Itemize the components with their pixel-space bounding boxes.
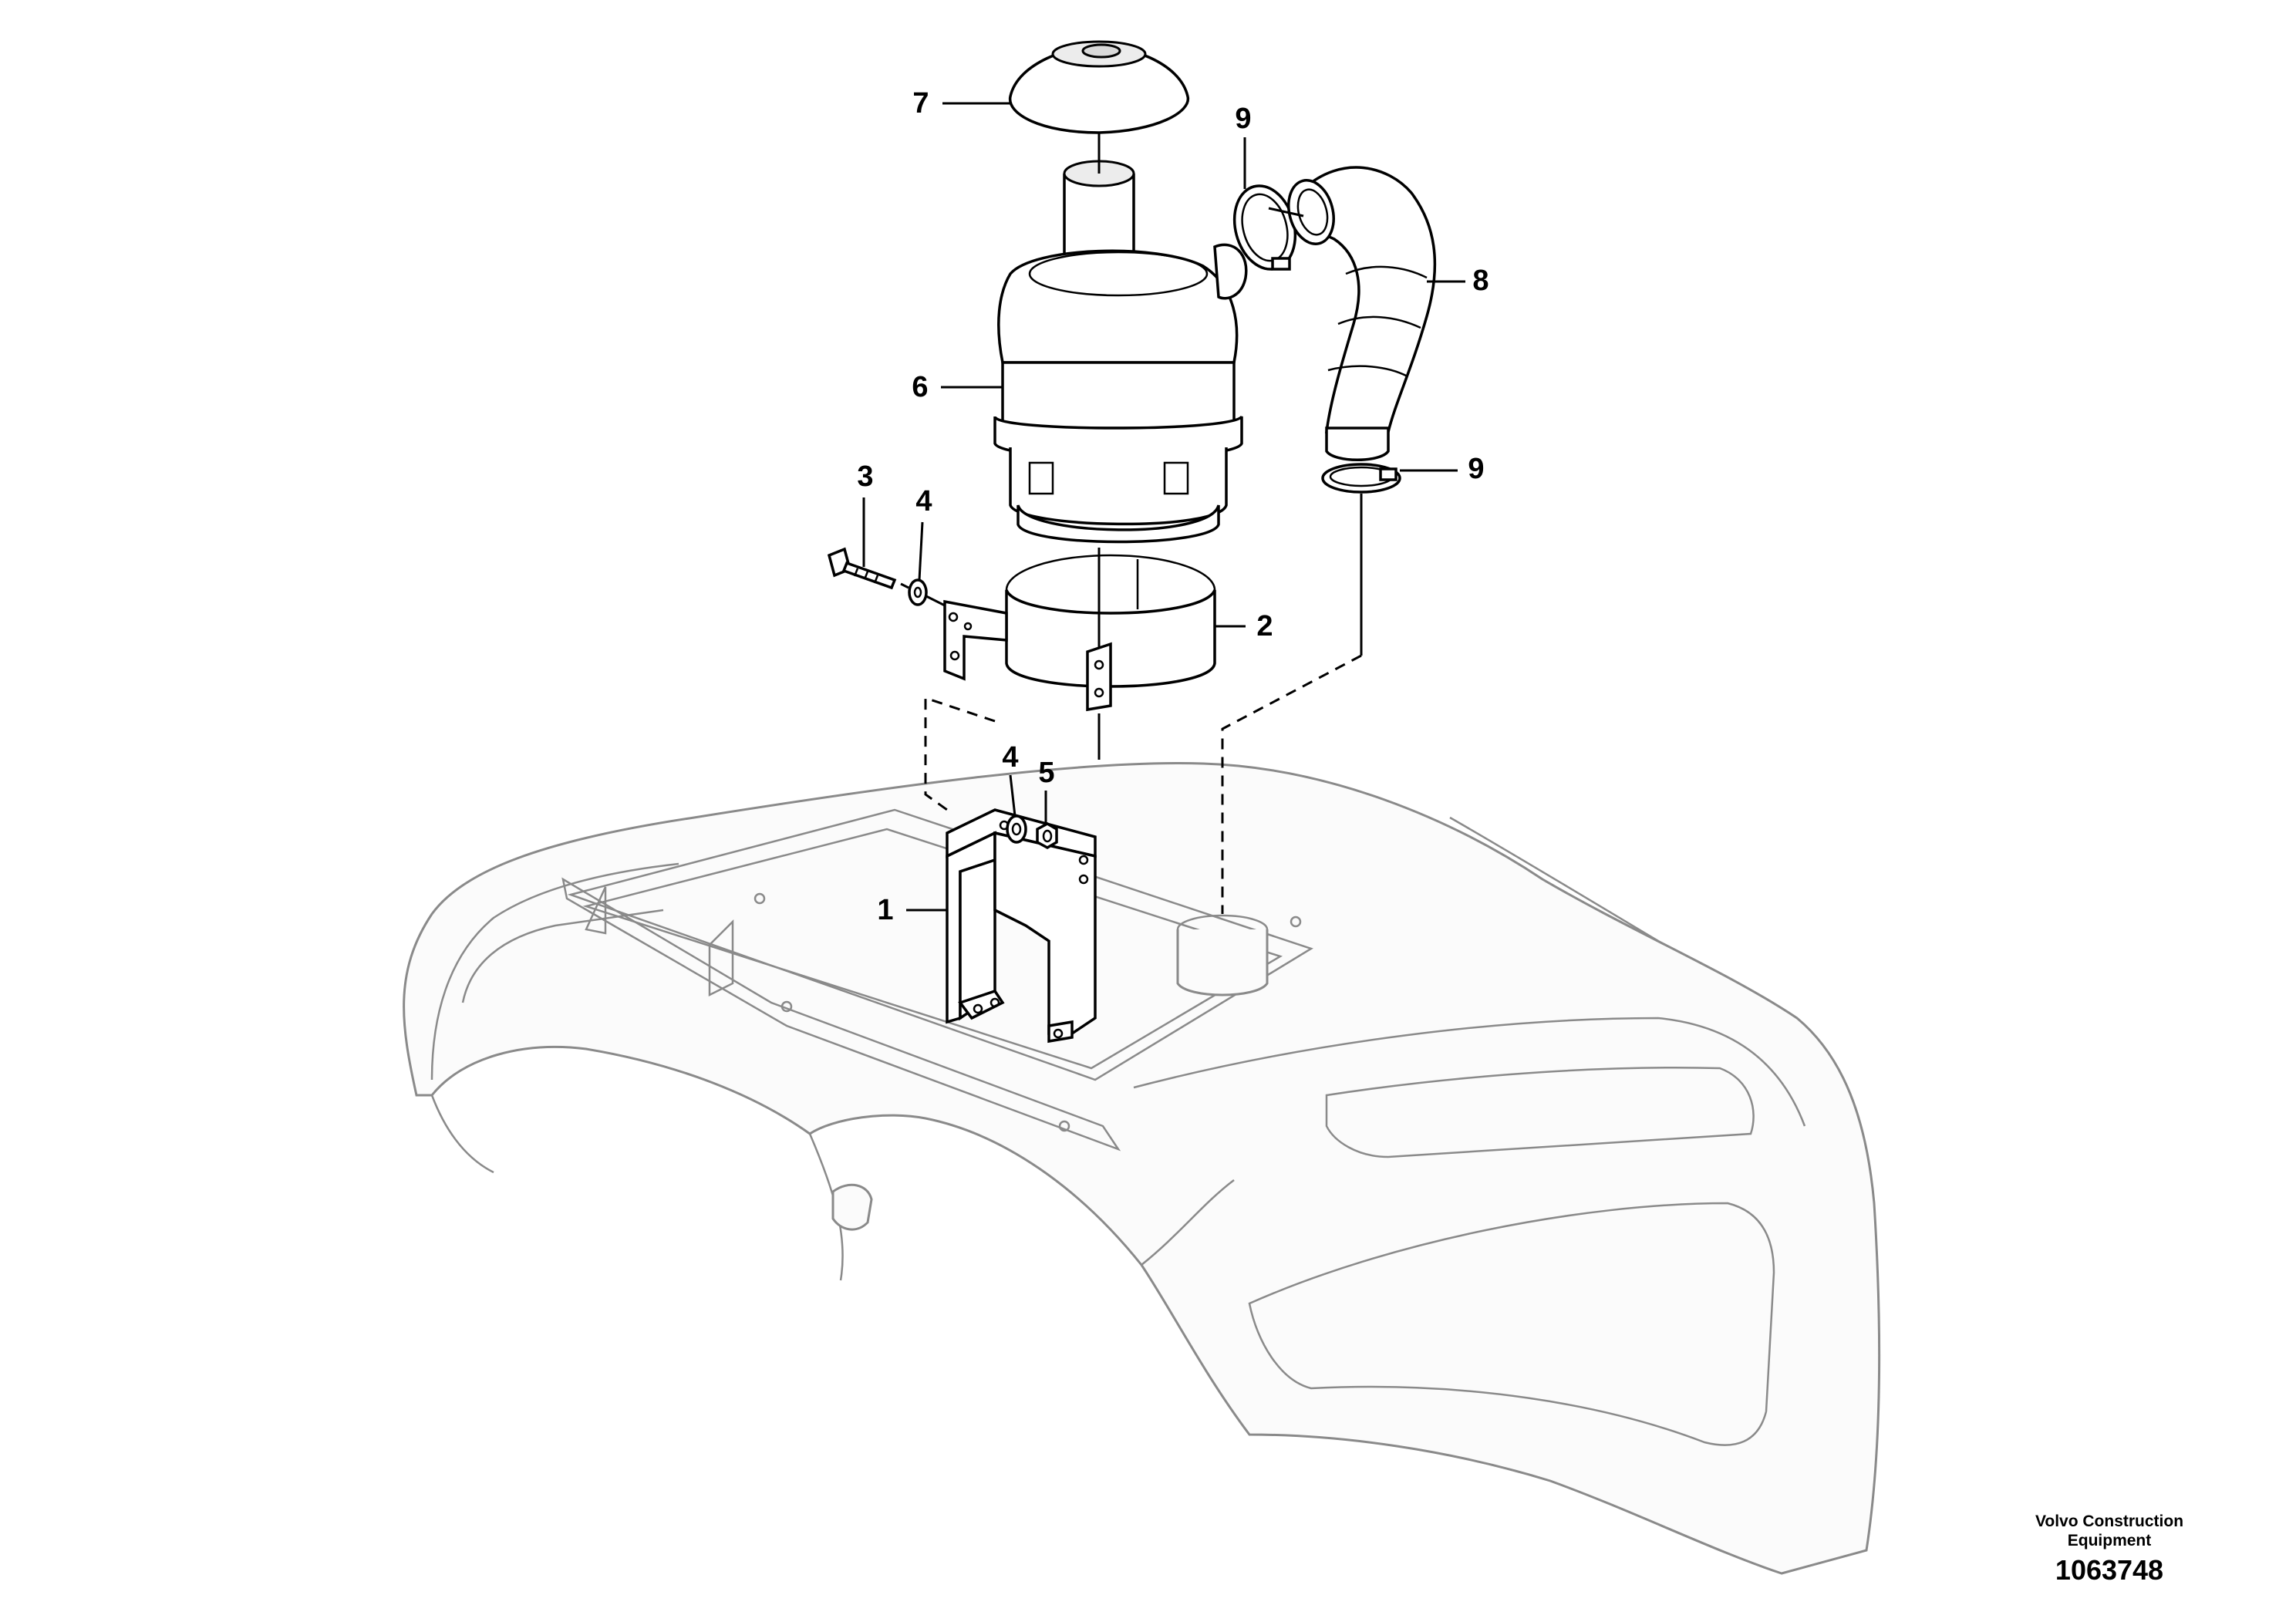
callout-3: 3	[857, 460, 874, 493]
part-6-air-filter	[993, 160, 1248, 544]
leader-4-upper	[918, 521, 924, 581]
vendor-name-line2: Equipment	[2067, 1532, 2152, 1549]
vendor-block: Volvo Construction Equipment 1063748	[1994, 1512, 2225, 1587]
callout-9-lower: 9	[1468, 453, 1485, 485]
callout-8: 8	[1472, 265, 1489, 297]
callout-leaders	[862, 102, 1465, 912]
leader-4-lower	[1009, 774, 1017, 817]
part-2-strap	[943, 554, 1216, 712]
vendor-name-line1: Volvo Construction	[2035, 1512, 2184, 1530]
callout-9-upper: 9	[1235, 103, 1252, 135]
part-7-cover	[1008, 40, 1190, 134]
engine-hood	[403, 762, 1881, 1575]
callout-1: 1	[877, 894, 894, 926]
part-3-bolt	[827, 547, 897, 590]
callout-2: 2	[1256, 610, 1273, 642]
callout-6: 6	[912, 371, 929, 403]
part-9-upper-clamp	[1232, 184, 1297, 271]
part-8-hose	[1287, 166, 1437, 461]
callout-4-upper: 4	[915, 485, 932, 518]
assembly-lines	[900, 133, 1363, 914]
part-5-nut	[1036, 821, 1058, 850]
callout-4-lower: 4	[1002, 741, 1019, 774]
part-4-upper-washer	[908, 578, 928, 606]
callout-5: 5	[1038, 757, 1055, 789]
figure-number: 1063748	[2055, 1554, 2164, 1586]
callout-7: 7	[912, 87, 929, 120]
part-9-lower-clamp	[1321, 463, 1401, 494]
part-4-lower-washer	[1006, 814, 1027, 844]
